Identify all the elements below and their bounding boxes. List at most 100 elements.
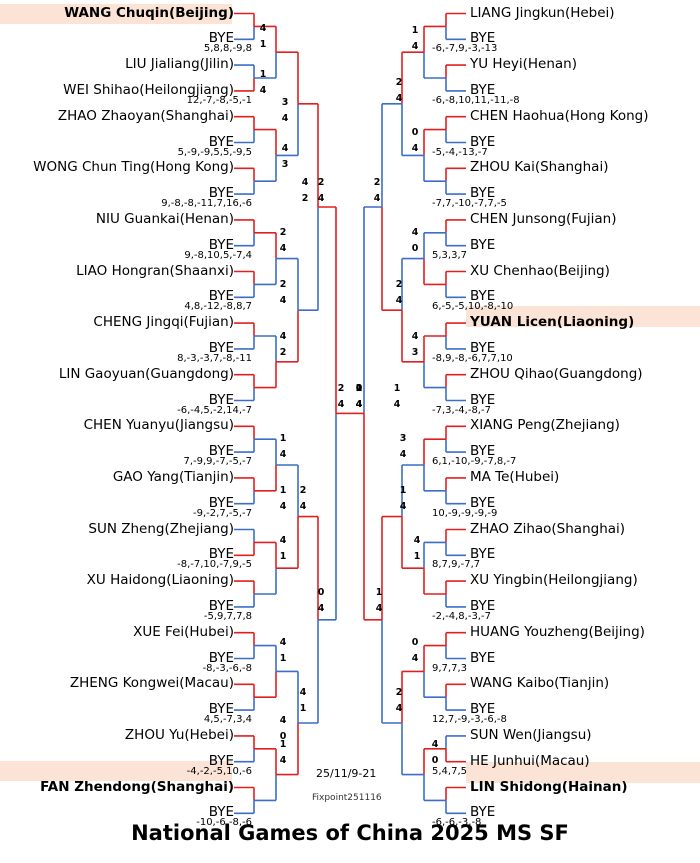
match-score-top: 4 — [431, 739, 439, 750]
player-name: XU Yingbin(Heilongjiang) — [470, 572, 638, 589]
player-name: ZHENG Kongwei(Macau) — [69, 675, 234, 692]
match-score-bottom: 1 — [259, 39, 267, 50]
match-score-top: 2 — [299, 485, 307, 496]
player-name: WANG Chuqin(Beijing) — [64, 4, 234, 21]
game-scores: -8,-7,10,-7,9,-5 — [177, 559, 252, 571]
match-score-bottom: 4 — [279, 501, 287, 512]
match-score-bottom: 4 — [317, 193, 325, 204]
player-name: LIU Jialiang(Jilin) — [125, 56, 234, 73]
match-score-bottom: 4 — [395, 295, 403, 306]
player-name: CHENG Jingqi(Fujian) — [93, 314, 234, 331]
game-scores: -2,-4,8,-3,-7 — [432, 610, 491, 622]
event-date: 25/11/9-21 — [316, 767, 377, 780]
player-name: BYE — [470, 81, 496, 98]
match-score-bottom: 4 — [395, 703, 403, 714]
player-name: BYE — [208, 288, 234, 305]
match-score-top: 2 — [395, 687, 403, 698]
game-scores: 9,7,7,3 — [432, 662, 467, 674]
player-name: LIN Gaoyuan(Guangdong) — [58, 365, 234, 382]
player-name: NIU Guankai(Henan) — [95, 210, 234, 227]
highlight-bar — [466, 306, 700, 327]
game-scores: -6,-4,5,-2,14,-7 — [177, 404, 252, 416]
player-name: BYE — [208, 752, 234, 769]
match-score-top: 4 — [281, 143, 289, 154]
page-title: National Games of China 2025 MS SF — [131, 821, 569, 845]
player-name: SUN Zheng(Zhejiang) — [88, 520, 234, 537]
highlight-bar — [0, 761, 232, 781]
match-score-bottom: 0 — [431, 755, 439, 766]
match-score-top: 3 — [281, 97, 289, 108]
match-score-top: 4 — [299, 687, 307, 698]
game-scores: -6,-7,9,-3,-13 — [432, 43, 498, 55]
player-name: BYE — [470, 494, 496, 511]
player-name: WONG Chun Ting(Hong Kong) — [33, 159, 234, 176]
match-score-top: 2 — [373, 177, 381, 188]
match-score-top: 0 — [411, 637, 419, 648]
player-name: LIN Shidong(Hainan) — [470, 778, 628, 795]
game-scores: -8,-3,-6,-8 — [202, 662, 252, 674]
game-scores: 9,-8,-8,-11,7,16,-6 — [161, 198, 252, 210]
player-name: XU Haidong(Liaoning) — [86, 572, 234, 589]
player-name: WANG Kaibo(Tianjin) — [470, 675, 610, 692]
match-score-bottom: 4 — [281, 113, 289, 124]
player-name: BYE — [470, 701, 496, 718]
match-score-bottom: 4 — [279, 295, 287, 306]
game-scores: 4,5,-7,3,4 — [203, 714, 252, 726]
match-score-top: 2 — [279, 227, 287, 238]
match-score-bottom: 4 — [411, 653, 419, 664]
match-score-top: 0 — [355, 383, 363, 394]
match-score-top: 4 — [279, 535, 287, 546]
match-score-bottom: 4 — [317, 603, 325, 614]
match-score-bottom: 0 — [411, 243, 419, 254]
game-scores: -5,-4,-13,-7 — [432, 146, 488, 158]
player-name: CHEN Junsong(Fujian) — [470, 210, 617, 227]
highlight-bar — [0, 4, 232, 24]
match-score-top: 4 — [411, 331, 419, 342]
game-scores: 8,-3,-3,7,-8,-11 — [177, 352, 252, 364]
match-score-top: 2 — [279, 279, 287, 290]
match-score-top: 4 — [259, 23, 267, 34]
player-name: MA Te(Hubei) — [470, 468, 560, 485]
player-name: LIAO Hongran(Shaanxi) — [76, 262, 234, 279]
match-score-bottom: 4 — [373, 193, 381, 204]
player-name: YUAN Licen(Liaoning) — [470, 314, 635, 331]
match-score-bottom: 4 — [395, 93, 403, 104]
game-scores: -6,-8,10,11,-11,-8 — [432, 94, 520, 106]
game-scores: -10,-6,-8,-6 — [196, 817, 252, 829]
player-name: BYE — [470, 804, 496, 821]
player-name: WEI Shihao(Heilongjiang) — [63, 81, 234, 98]
player-name: CHEN Haohua(Hong Kong) — [470, 107, 649, 124]
match-score-top: 1 — [279, 433, 287, 444]
player-name: ZHAO Zihao(Shanghai) — [470, 520, 626, 537]
match-score-top: 1 — [399, 485, 407, 496]
player-name: BYE — [470, 236, 496, 253]
match-score-bottom: 4 — [279, 449, 287, 460]
match-score-bottom: 4 — [279, 243, 287, 254]
player-name: BYE — [208, 236, 234, 253]
match-score-top: 1 — [355, 383, 363, 394]
player-name: HE Junhui(Macau) — [470, 752, 590, 769]
match-score-bottom: 1 — [279, 551, 287, 562]
player-name: BYE — [470, 649, 496, 666]
match-score-bottom: 4 — [393, 399, 401, 410]
game-scores: 6,-5,-5,10,-8,-10 — [432, 301, 514, 313]
match-score-top: 0 — [411, 127, 419, 138]
player-name: BYE — [208, 804, 234, 821]
player-name: BYE — [208, 649, 234, 666]
match-score-bottom: 2 — [301, 193, 309, 204]
match-score-bottom: 1 — [299, 703, 307, 714]
player-name: ZHAO Zhaoyan(Shanghai) — [57, 107, 234, 124]
player-name: BYE — [208, 185, 234, 202]
match-score-top: 1 — [279, 485, 287, 496]
match-score-top: 3 — [399, 433, 407, 444]
match-score-top: 1 — [375, 587, 383, 598]
player-name: YU Heyi(Henan) — [470, 56, 577, 73]
player-name: ZHOU Qihao(Guangdong) — [470, 365, 643, 382]
game-scores: 9,-8,10,5,-7,4 — [184, 249, 252, 261]
highlight-bar — [466, 762, 700, 783]
game-scores: 5,4,7,5 — [432, 765, 467, 777]
player-name: BYE — [208, 339, 234, 356]
player-name: ZHOU Kai(Shanghai) — [470, 159, 609, 176]
game-scores: 12,-7,-8,-5,-1 — [186, 94, 252, 106]
